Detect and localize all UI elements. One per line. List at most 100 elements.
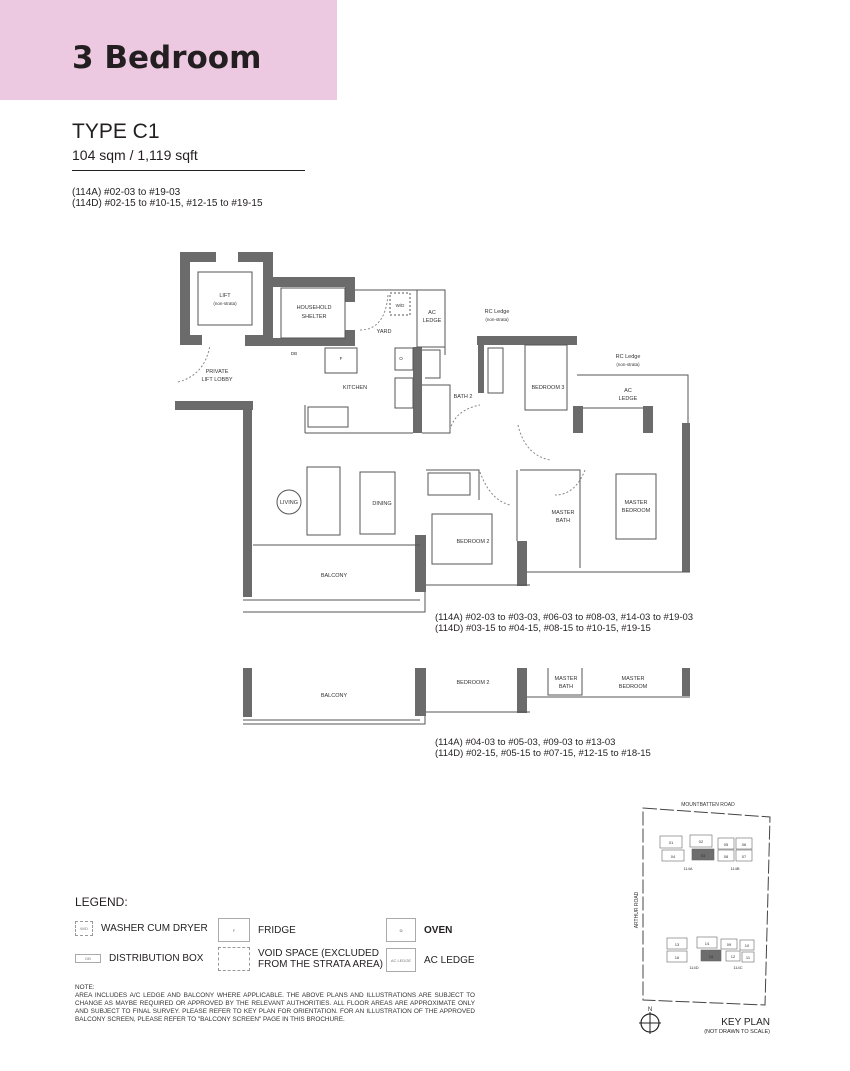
label-lift: LIFT [219,293,231,299]
legend-item: F FRIDGE [218,918,296,942]
header-banner: 3 Bedroom [0,0,337,100]
label-wd: W/D [396,303,405,308]
label-fridge: F [340,356,343,361]
label-rc-ledge-sub: (non-strata) [616,362,640,367]
unit-range: (114D) #02-15 to #10-15, #12-15 to #19-1… [72,198,263,209]
unit-label: 03 [701,853,706,858]
label-kitchen: KITCHEN [343,385,367,391]
label-balcony: BALCONY [321,693,348,699]
label-rc-ledge: RC Ledge [616,354,641,360]
label-master-bath: MASTER [552,510,575,516]
void-space-symbol [218,947,250,971]
legend-item: AC LEDGE AC LEDGE [386,948,475,972]
ac-ledge-symbol: AC LEDGE [386,948,416,972]
key-plan-subtitle: (NOT DRAWN TO SCALE) [704,1029,770,1035]
legend-item: O OVEN [386,918,452,942]
room-labels: LIFT (non-strata) HOUSEHOLD SHELTER W/D … [201,293,650,579]
divider [72,170,305,171]
unit-type: TYPE C1 [72,120,160,143]
legend-item: W/D WASHER CUM DRYER [75,921,208,936]
legend-label: VOID SPACE (EXCLUDED FROM THE STRATA ARE… [258,948,384,970]
label-balcony: BALCONY [321,573,348,579]
unit-range: (114A) #02-03 to #19-03 [72,187,181,198]
label-shelter: SHELTER [302,314,327,320]
block-label: 114C [733,965,742,970]
legend-item: DB DISTRIBUTION BOX [75,953,203,964]
unit-label: 05 [724,842,729,847]
label-rc-ledge-sub: (non-strata) [485,317,509,322]
label-bath2: BATH 2 [454,394,473,400]
note: NOTE: AREA INCLUDES A/C LEDGE AND BALCON… [75,984,475,1024]
unit-label: 14 [705,941,710,946]
north-label: N [648,1007,652,1013]
label-master-bath: BATH [556,518,570,524]
road-label: MOUNTBATTEN ROAD [681,802,735,808]
key-plan-title: KEY PLAN [721,1017,770,1028]
unit-label: 04 [671,854,676,859]
distribution-box-symbol: DB [75,954,101,963]
unit-label: 13 [675,942,680,947]
label-master-bedroom: BEDROOM [619,684,648,690]
label-bedroom3: BEDROOM 3 [531,385,564,391]
key-plan: MOUNTBATTEN ROAD ARTHUR ROAD 01 02 04 03… [634,802,771,1034]
washer-dryer-symbol: W/D [75,921,93,936]
label-ac-ledge: AC [428,310,436,316]
label-ac-ledge: LEDGE [423,318,442,324]
label-master-bedroom: MASTER [622,676,645,682]
unit-label: 11 [746,955,751,960]
road-label: ARTHUR ROAD [634,891,640,928]
label-oven: O [399,356,403,361]
legend-label: AC LEDGE [424,954,475,966]
unit-label: 02 [699,839,704,844]
note-title: NOTE: [75,984,95,991]
label-rc-ledge: RC Ledge [485,309,510,315]
unit-label: 06 [742,842,747,847]
north-arrow-icon: N [639,1007,661,1034]
oven-symbol: O [386,918,416,942]
unit-label: 15 [709,954,714,959]
unit-label: 10 [745,943,750,948]
block-label: 114A [683,866,692,871]
door-swings [177,294,586,506]
floor-plan-variant-2: BALCONY BEDROOM 2 MASTER BATH MASTER BED… [243,668,690,725]
applicable-units: (114A) #02-03 to #19-03 (114D) #02-15 to… [72,187,263,209]
unit-label: 12 [731,954,736,959]
label-yard: YARD [377,329,392,335]
partitions [197,271,690,613]
legend-title: LEGEND: [75,895,128,909]
label-lobby: LIFT LOBBY [201,377,232,383]
label-living: LIVING [280,500,298,506]
unit-label: 09 [727,942,732,947]
label-shelter: HOUSEHOLD [297,305,332,311]
walls [175,252,690,597]
label-master-bath: MASTER [555,676,578,682]
label-bedroom2: BEDROOM 2 [456,680,489,686]
label-ac-ledge: AC [624,388,632,394]
unit-area: 104 sqm / 1,119 sqft [72,147,198,163]
label-bedroom2: BEDROOM 2 [456,539,489,545]
label-ac-ledge: LEDGE [619,396,638,402]
legend-label: DISTRIBUTION BOX [109,953,204,964]
fridge-symbol: F [218,918,250,942]
unit-range: (114D) #03-15 to #04-15, #08-15 to #10-1… [435,622,651,634]
variant-1-units: (114A) #02-03 to #03-03, #06-03 to #08-0… [435,612,694,634]
label-master-bedroom: BEDROOM [622,508,651,514]
label-master-bath: BATH [559,684,573,690]
label-db: DB [291,351,297,356]
legend-label: OVEN [424,924,453,936]
label-lobby: PRIVATE [206,369,229,375]
unit-range: (114A) #04-03 to #05-03, #09-03 to #13-0… [435,737,616,748]
legend-label: FRIDGE [258,924,296,936]
label-lift-sub: (non-strata) [213,301,237,306]
variant-2-units: (114A) #04-03 to #05-03, #09-03 to #13-0… [435,737,651,759]
unit-range: (114D) #02-15, #05-15 to #07-15, #12-15 … [435,747,651,759]
legend-item: VOID SPACE (EXCLUDED FROM THE STRATA ARE… [218,947,383,971]
note-text: AREA INCLUDES A/C LEDGE AND BALCONY WHER… [75,992,475,1023]
unit-label: 01 [669,840,674,845]
unit-label: 08 [724,854,729,859]
legend-label: WASHER CUM DRYER [101,923,208,934]
unit-label: 07 [742,854,747,859]
label-dining: DINING [372,501,391,507]
unit-range: (114A) #02-03 to #03-03, #06-03 to #08-0… [435,612,694,623]
